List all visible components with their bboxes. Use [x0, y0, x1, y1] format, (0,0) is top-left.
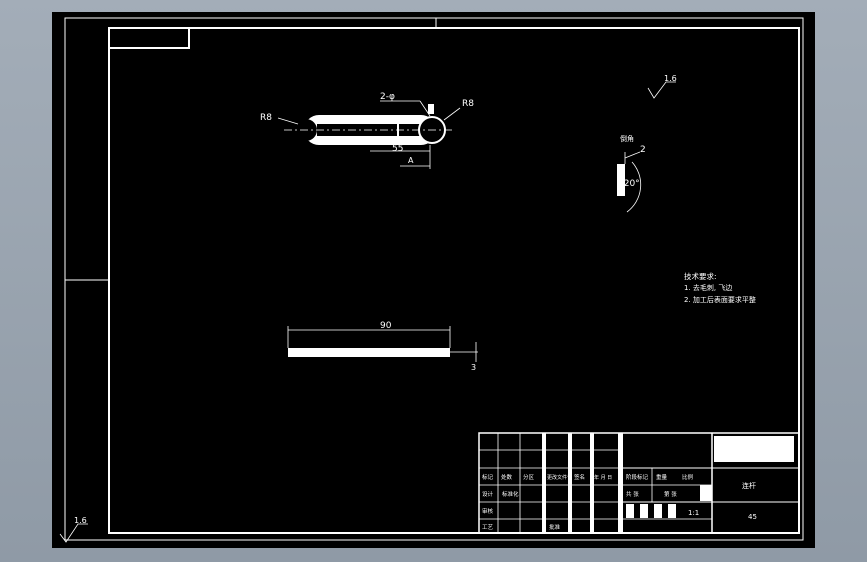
company-box [714, 436, 794, 462]
tb-part-name: 连杆 [742, 481, 756, 490]
tb-date: 年 月 日 [594, 474, 612, 481]
tb-material: 45 [748, 513, 757, 521]
dim-3-label: 3 [471, 363, 476, 372]
tech-req-item-1: 1. 去毛刺, 飞边 [684, 283, 732, 292]
tb-scale-value: 1:1 [688, 509, 699, 517]
section-note: 倒角 [620, 134, 634, 143]
roughness-value: 1.6 [664, 74, 677, 83]
tb-process: 工艺 [482, 524, 494, 531]
tech-req-title: 技术要求: [684, 271, 717, 281]
dim-90-label: 90 [380, 321, 392, 331]
dim-a-label: A [408, 156, 414, 165]
tech-req-item-2: 2. 加工后表面要求平整 [684, 295, 756, 304]
cad-viewport[interactable]: R8 R8 2-φ 55 A 1.6 倒角 2 120° 技术要求: 1. 去毛… [52, 12, 815, 548]
tb-signature: 签名 [574, 473, 585, 481]
roughness-top-right: 1.6 [647, 74, 677, 99]
side-view: 90 3 [287, 321, 478, 372]
section-profile [617, 164, 625, 196]
outer-border [64, 17, 804, 541]
roughness-symbol-icon [647, 81, 676, 99]
tb-stage-mark: 阶段标记 [626, 473, 649, 481]
radius-right-leader [443, 107, 461, 121]
roughness-symbol-icon [59, 523, 88, 543]
tb-change-doc: 更改文件号 [547, 474, 572, 481]
tb-scale: 比例 [682, 473, 694, 481]
drawing-canvas: R8 R8 2-φ 55 A 1.6 倒角 2 120° 技术要求: 1. 去毛… [59, 17, 804, 543]
hole-note: 2-φ [380, 92, 395, 102]
tb-count: 处数 [501, 473, 513, 481]
tb-zone: 分区 [523, 473, 535, 481]
hole-mark [428, 104, 434, 114]
tb-design: 设计 [482, 490, 494, 498]
chamfer-label: 2 [640, 145, 646, 155]
technical-requirements: 技术要求: 1. 去毛刺, 飞边 2. 加工后表面要求平整 [684, 271, 756, 304]
roughness-value: 1.6 [74, 516, 87, 525]
top-view: R8 R8 2-φ 55 A [260, 92, 474, 169]
tb-sheet-total: 共 张 [626, 490, 639, 498]
angle-arc [626, 161, 642, 213]
title-block-frame [478, 432, 800, 534]
section-view: 倒角 2 120° [617, 134, 646, 213]
chamfer-leader [624, 151, 641, 159]
tb-sheet-no: 第 张 [664, 490, 677, 498]
tb-mark: 标记 [482, 473, 494, 481]
tb-review: 审核 [482, 507, 494, 515]
radius-right-label: R8 [462, 99, 474, 109]
title-block: 标记 处数 分区 更改文件号 签名 年 月 日 设计 标准化 审核 工艺 批准 … [478, 432, 800, 534]
tb-standardize: 标准化 [502, 490, 519, 498]
dim-55-label: 55 [392, 144, 403, 154]
tb-weight: 重量 [656, 473, 668, 481]
radius-left-label: R8 [260, 113, 272, 123]
side-profile [288, 348, 450, 357]
roughness-bottom-left: 1.6 [59, 516, 88, 543]
code-box [108, 27, 190, 49]
tb-approve: 批准 [549, 523, 561, 531]
angle-label: 120° [618, 179, 640, 189]
radius-left-leader [277, 117, 299, 125]
